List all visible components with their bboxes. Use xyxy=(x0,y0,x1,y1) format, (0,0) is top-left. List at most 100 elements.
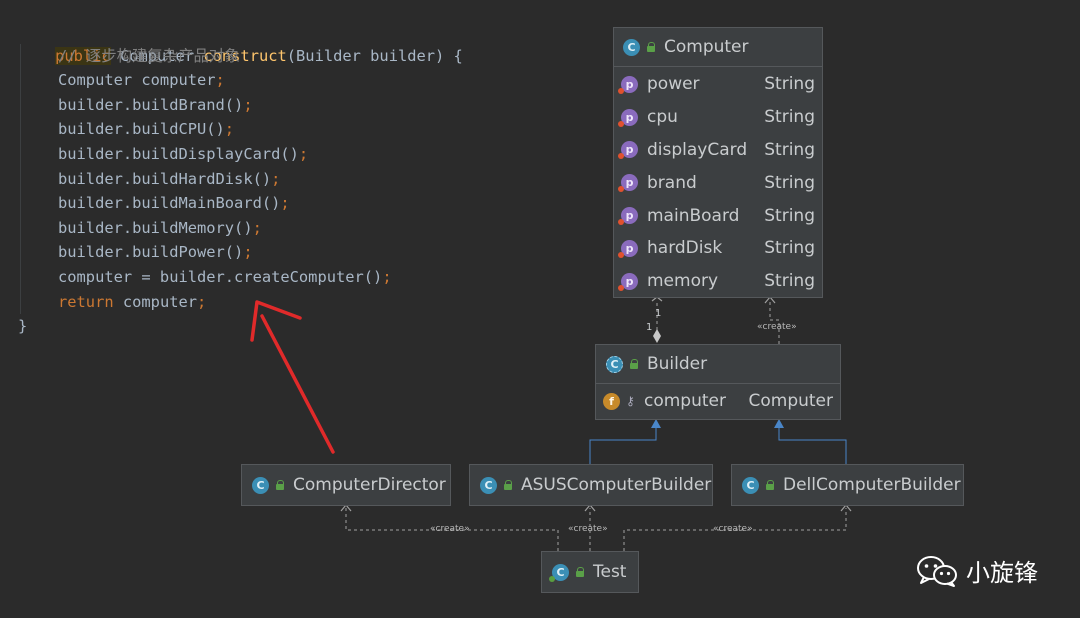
code-line: builder.buildMainBoard(); xyxy=(0,191,470,216)
lock-open-icon xyxy=(503,480,513,490)
code-token: builder.buildPower() xyxy=(58,243,244,262)
property-icon: p xyxy=(618,108,638,127)
create-dependency xyxy=(764,296,780,344)
create-label: «create» xyxy=(713,524,753,534)
field-name: brand xyxy=(647,172,697,193)
code-line: builder.buildCPU(); xyxy=(0,117,470,142)
class-name: Computer xyxy=(664,37,749,57)
lock-open-icon xyxy=(575,567,585,577)
semicolon: ; xyxy=(382,267,392,286)
code-line: public Computer construct(Builder builde… xyxy=(0,19,470,65)
lock-open-icon xyxy=(629,359,639,369)
semicolon: ; xyxy=(243,95,253,114)
code-token: builder.buildBrand() xyxy=(58,95,244,114)
wechat-icon xyxy=(917,555,957,587)
keyword-public: public xyxy=(55,46,111,65)
asus-computer-builder-class-node[interactable]: C ASUSComputerBuilder xyxy=(469,464,713,506)
computer-director-class-node[interactable]: C ComputerDirector xyxy=(241,464,451,506)
composition-connector xyxy=(651,296,663,343)
red-annotation-arrow xyxy=(250,300,335,454)
code-comment: // 逐步构建复杂产品对象 xyxy=(58,46,240,65)
code-token: computer = builder.createComputer() xyxy=(58,267,383,286)
semicolon: ; xyxy=(197,292,207,311)
code-line: builder.buildDisplayCard(); xyxy=(0,141,470,167)
class-icon: C xyxy=(252,476,269,494)
brand-name: 小旋锋 xyxy=(966,559,1038,587)
inheritance-dell xyxy=(774,419,847,464)
code-token: Computer xyxy=(110,46,204,65)
brand-watermark: 小旋锋 xyxy=(916,553,1038,588)
field-name: computer xyxy=(644,391,726,411)
builder-class-node[interactable]: C Builder f ⚷ computer Computer xyxy=(595,344,841,420)
semicolon: ; xyxy=(298,144,309,163)
field-type: String xyxy=(764,172,815,193)
code-token: (Builder builder) { xyxy=(286,46,463,65)
main-class-icon: C xyxy=(549,563,569,582)
dell-computer-builder-class-node[interactable]: C DellComputerBuilder xyxy=(731,464,964,506)
semicolon: ; xyxy=(243,243,253,262)
class-icon: C xyxy=(742,476,759,494)
field-type: String xyxy=(764,205,815,226)
semicolon: ; xyxy=(280,194,290,213)
code-token: computer xyxy=(113,292,198,311)
class-name: ComputerDirector xyxy=(293,475,446,495)
code-token: builder.buildMemory() xyxy=(58,218,253,237)
field-name: displayCard xyxy=(647,139,748,160)
multiplicity-label: 1 xyxy=(655,308,662,319)
code-token: builder.buildMainBoard() xyxy=(58,194,281,213)
builder-class-header: C Builder xyxy=(596,345,840,384)
code-line: builder.buildPower(); xyxy=(0,240,470,265)
field-type: String xyxy=(764,107,815,128)
code-line: Computer computer; xyxy=(0,68,470,93)
class-name: ASUSComputerBuilder xyxy=(521,475,712,495)
code-line: } xyxy=(0,314,470,339)
code-line: return computer; xyxy=(0,289,470,315)
field-icon: f xyxy=(603,392,620,410)
code-line: // 逐步构建复杂产品对象 xyxy=(0,43,470,69)
field-name: cpu xyxy=(647,107,678,128)
class-icon: C xyxy=(623,38,640,56)
semicolon: ; xyxy=(215,71,225,90)
code-line: builder.buildBrand(); xyxy=(0,92,470,118)
semicolon: ; xyxy=(271,169,281,188)
class-name: Test xyxy=(593,562,627,582)
code-panel: public Computer construct(Builder builde… xyxy=(0,19,470,339)
code-token: builder.buildDisplayCard() xyxy=(58,144,299,163)
property-icon: p xyxy=(618,75,638,94)
field-type: String xyxy=(764,238,815,259)
field-row: f ⚷ computer Computer xyxy=(596,384,840,418)
code-line: computer = builder.createComputer(); xyxy=(0,264,470,290)
class-name: Builder xyxy=(647,354,708,374)
property-icon: p xyxy=(618,239,638,258)
test-class-node[interactable]: C Test xyxy=(541,551,639,593)
lock-open-icon xyxy=(765,480,775,490)
field-type: String xyxy=(764,74,815,95)
create-label: «create» xyxy=(757,322,797,332)
closing-brace: } xyxy=(18,317,28,336)
code-token: Computer computer xyxy=(58,71,216,90)
keyword-return: return xyxy=(58,292,114,311)
code-token: builder.buildCPU() xyxy=(58,120,225,139)
lock-open-icon xyxy=(646,42,656,52)
multiplicity-label: 1 xyxy=(646,322,653,333)
field-type: String xyxy=(764,139,815,160)
property-icon: p xyxy=(618,174,638,193)
field-type: String xyxy=(764,271,815,292)
property-icon: p xyxy=(618,272,638,291)
code-line: builder.buildHardDisk(); xyxy=(0,166,470,192)
create-label: «create» xyxy=(568,524,608,534)
create-label: «create» xyxy=(430,524,470,534)
method-name: construct xyxy=(203,46,287,65)
field-type: Computer xyxy=(748,391,833,411)
lock-open-icon xyxy=(275,480,285,490)
class-icon: C xyxy=(480,476,497,494)
key-icon: ⚷ xyxy=(626,394,635,408)
